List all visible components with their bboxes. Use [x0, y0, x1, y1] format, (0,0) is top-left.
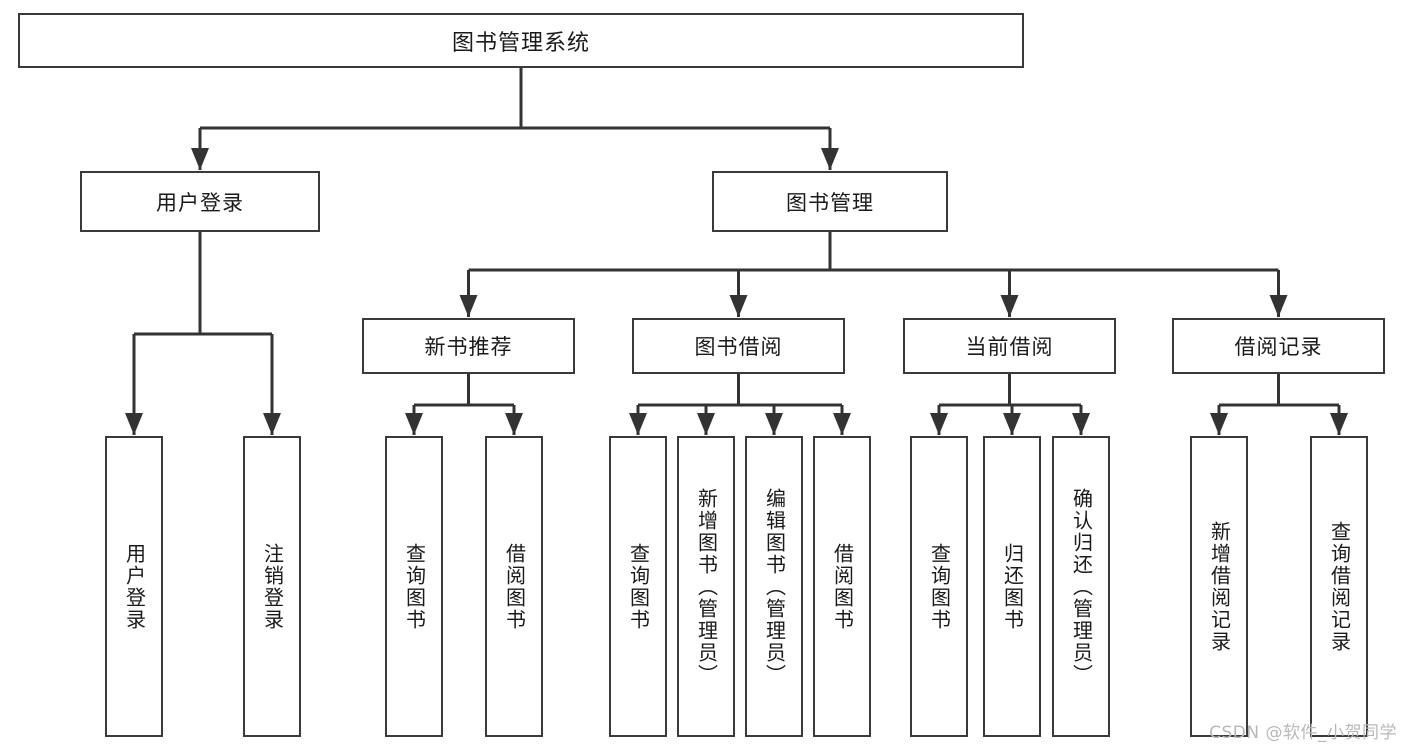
node-label: 图书借阅 — [694, 335, 783, 359]
node-label: 新书推荐 — [424, 335, 513, 359]
node-label: 新增图书（管理员） — [694, 487, 719, 686]
node-current-borrow[interactable]: 当前借阅 — [903, 318, 1116, 374]
node-leaf-logout[interactable]: 注销登录 — [243, 436, 301, 737]
arrowhead — [1000, 295, 1019, 317]
arrowhead — [629, 413, 647, 435]
node-leaf-borrow-book-1[interactable]: 借阅图书 — [485, 436, 543, 737]
node-label: 用户登录 — [156, 190, 244, 215]
node-book-manage[interactable]: 图书管理 — [712, 171, 948, 232]
node-leaf-add-book[interactable]: 新增图书（管理员） — [677, 436, 735, 737]
arrowhead — [930, 413, 948, 435]
node-label: 编辑图书（管理员） — [762, 487, 787, 686]
arrowhead — [765, 413, 783, 435]
node-leaf-user-login[interactable]: 用户登录 — [105, 436, 163, 737]
node-label: 图书管理系统 — [451, 30, 590, 56]
arrowhead — [729, 295, 748, 317]
node-label: 借阅图书 — [830, 542, 855, 631]
arrowhead — [405, 413, 423, 435]
arrowhead — [833, 413, 851, 435]
node-leaf-confirm-return[interactable]: 确认归还（管理员） — [1052, 436, 1110, 737]
node-leaf-query-book-1[interactable]: 查询图书 — [385, 436, 443, 737]
node-label: 查询图书 — [927, 542, 952, 631]
node-label: 查询图书 — [626, 542, 651, 631]
arrowhead — [1210, 413, 1228, 435]
node-leaf-borrow-book-2[interactable]: 借阅图书 — [813, 436, 871, 737]
node-label: 当前借阅 — [965, 335, 1054, 359]
arrowhead — [263, 413, 281, 435]
node-leaf-query-record[interactable]: 查询借阅记录 — [1310, 436, 1368, 737]
node-leaf-query-book-3[interactable]: 查询图书 — [910, 436, 968, 737]
arrowhead — [1330, 413, 1348, 435]
node-leaf-edit-book[interactable]: 编辑图书（管理员） — [745, 436, 803, 737]
arrowhead — [191, 148, 209, 170]
watermark-text: CSDN @软件_小贺同学 — [1209, 723, 1397, 743]
node-label: 查询图书 — [402, 542, 427, 631]
arrowhead — [821, 148, 839, 170]
node-label: 新增借阅记录 — [1207, 520, 1232, 653]
node-label: 图书管理 — [786, 190, 874, 215]
node-leaf-query-book-2[interactable]: 查询图书 — [609, 436, 667, 737]
node-label: 注销登录 — [260, 542, 285, 631]
node-label: 用户登录 — [122, 542, 147, 631]
node-label: 归还图书 — [1000, 542, 1025, 631]
node-borrow-record[interactable]: 借阅记录 — [1172, 318, 1385, 374]
arrowhead — [505, 413, 523, 435]
node-new-book-rec[interactable]: 新书推荐 — [362, 318, 575, 374]
node-label: 借阅图书 — [502, 542, 527, 631]
node-leaf-add-record[interactable]: 新增借阅记录 — [1190, 436, 1248, 737]
node-label: 确认归还（管理员） — [1069, 487, 1094, 686]
node-label: 查询借阅记录 — [1327, 520, 1352, 653]
arrowhead — [1003, 413, 1021, 435]
arrowhead — [1072, 413, 1090, 435]
node-user-login[interactable]: 用户登录 — [80, 171, 320, 232]
arrowhead — [697, 413, 715, 435]
arrowhead — [1269, 295, 1288, 317]
node-leaf-return-book[interactable]: 归还图书 — [983, 436, 1041, 737]
arrowhead — [125, 413, 143, 435]
node-label: 借阅记录 — [1234, 335, 1323, 359]
arrowhead — [459, 295, 478, 317]
node-root[interactable]: 图书管理系统 — [18, 13, 1024, 68]
node-book-borrow[interactable]: 图书借阅 — [632, 318, 845, 374]
